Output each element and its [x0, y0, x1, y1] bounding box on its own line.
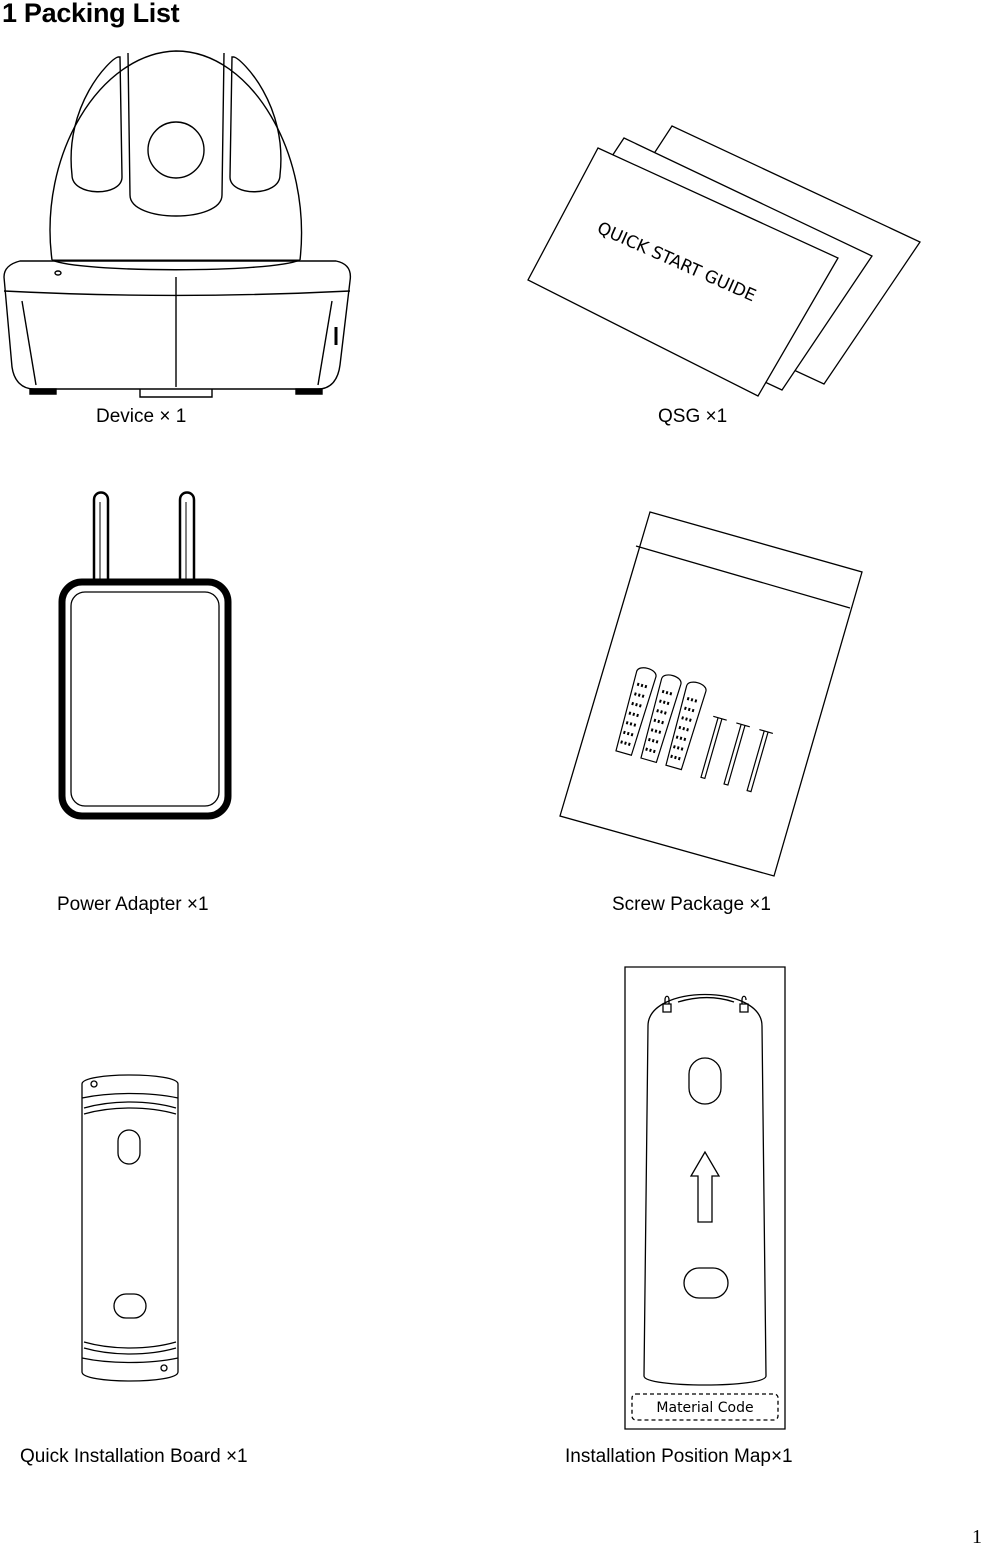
- section-title: 1 Packing List: [2, 0, 180, 28]
- screw-package-icon: [540, 508, 870, 888]
- qsg-caption: QSG ×1: [658, 406, 728, 427]
- quick-start-guide-icon: QUICK START GUIDE: [520, 118, 930, 408]
- material-code-text: Material Code: [656, 1400, 753, 1416]
- position-map-caption: Installation Position Map×1: [565, 1446, 793, 1467]
- power-adapter-caption: Power Adapter ×1: [57, 894, 209, 915]
- screw-package-caption: Screw Package ×1: [612, 894, 771, 915]
- installation-board-icon: [74, 1070, 186, 1390]
- page-number: 1: [972, 1526, 982, 1548]
- camera-device-icon: [0, 45, 360, 395]
- device-caption: Device × 1: [96, 406, 187, 427]
- installation-board-caption: Quick Installation Board ×1: [20, 1446, 248, 1467]
- position-map-icon: Material Code: [620, 962, 792, 1436]
- power-adapter-icon: [54, 488, 234, 823]
